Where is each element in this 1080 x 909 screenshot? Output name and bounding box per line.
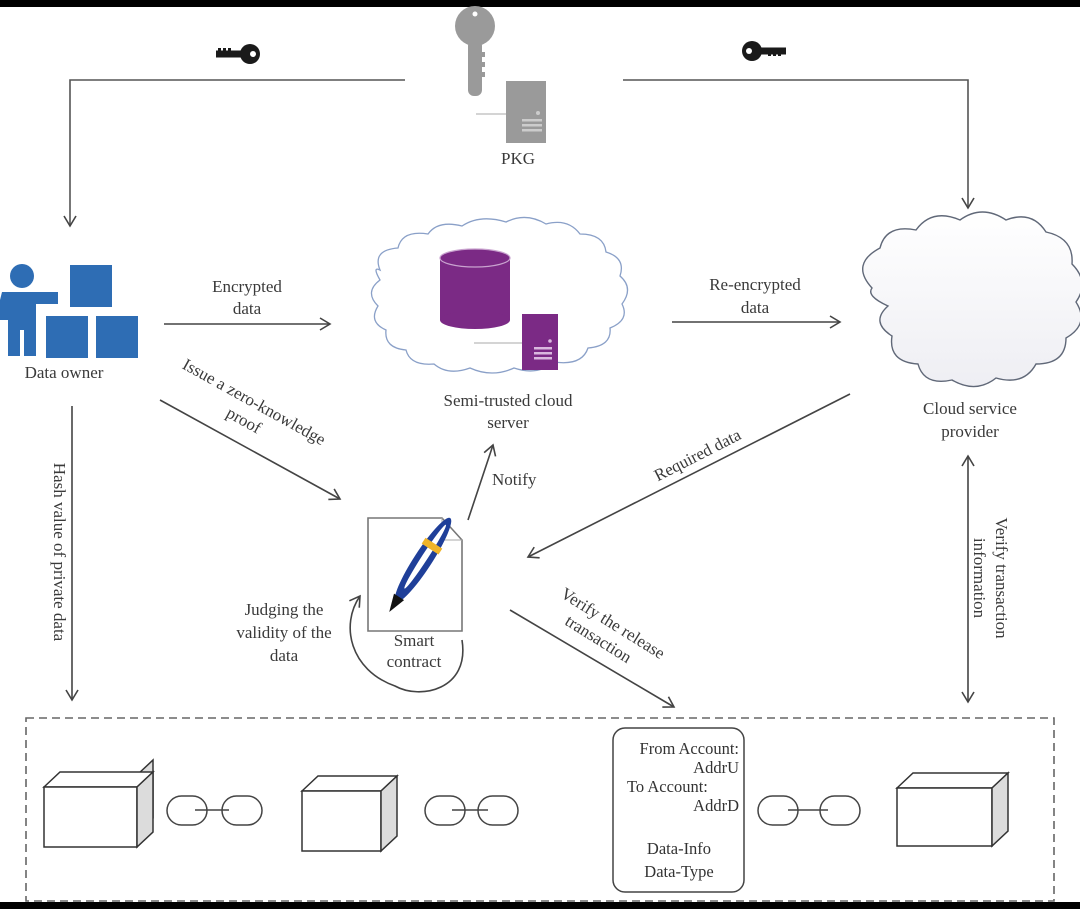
verify-transaction-label-1: Verify transaction bbox=[992, 517, 1011, 639]
user-icon bbox=[0, 264, 138, 358]
block-icon bbox=[895, 771, 1010, 848]
verify-transaction-label-2: information bbox=[970, 538, 989, 619]
key-icon bbox=[742, 41, 786, 61]
block-icon bbox=[42, 758, 155, 849]
key-icon bbox=[216, 44, 260, 64]
from-account-value: AddrU bbox=[693, 758, 739, 777]
transaction-record: From Account: AddrU To Account: AddrD Da… bbox=[612, 727, 745, 893]
chain-link-icon bbox=[166, 795, 263, 826]
data-owner-label: Data owner bbox=[25, 363, 104, 382]
chain-link-icon bbox=[757, 795, 861, 826]
semi-trusted-label-2: server bbox=[487, 413, 529, 432]
to-account-value: AddrD bbox=[693, 796, 739, 815]
judging-label-3: data bbox=[270, 646, 299, 665]
pen-icon bbox=[389, 517, 452, 612]
cloud-provider-label-1: Cloud service bbox=[923, 399, 1017, 418]
pkg-to-provider-edge bbox=[623, 79, 975, 210]
smart-contract-label-1: Smart bbox=[394, 631, 435, 650]
to-account-label: To Account: bbox=[627, 777, 708, 796]
block-icon bbox=[300, 774, 399, 853]
cloud-icon bbox=[862, 211, 1080, 388]
blockchain-container bbox=[25, 717, 1055, 902]
encrypted-data-label-1: Encrypted bbox=[212, 277, 282, 296]
notify-edge bbox=[467, 443, 497, 521]
key-icon bbox=[455, 6, 495, 96]
encrypted-data-label-2: data bbox=[233, 299, 262, 318]
data-info: Data-Info bbox=[647, 839, 711, 858]
notify-label: Notify bbox=[492, 470, 537, 489]
pkg-to-owner-edge bbox=[63, 79, 405, 228]
required-data-edge bbox=[526, 393, 851, 559]
cloud-provider-label-2: provider bbox=[941, 422, 999, 441]
judging-label-2: validity of the bbox=[236, 623, 331, 642]
smart-contract-label-2: contract bbox=[387, 652, 442, 671]
re-encrypted-label-2: data bbox=[741, 298, 770, 317]
diagram-paper bbox=[0, 7, 1080, 902]
judging-label-1: Judging the bbox=[245, 600, 324, 619]
database-icon bbox=[439, 248, 511, 329]
judging-loop-edge bbox=[349, 594, 464, 693]
hash-value-label: Hash value of private data bbox=[50, 463, 69, 642]
server-icon bbox=[474, 314, 558, 370]
re-encrypted-label-1: Re-encrypted bbox=[709, 275, 801, 294]
zero-knowledge-edge bbox=[159, 399, 342, 501]
chain-link-icon bbox=[424, 795, 519, 826]
server-icon bbox=[476, 81, 546, 143]
from-account-label: From Account: bbox=[640, 739, 739, 758]
verify-release-edge bbox=[509, 609, 676, 708]
pkg-label: PKG bbox=[501, 149, 535, 168]
data-type: Data-Type bbox=[644, 862, 713, 881]
semi-trusted-label-1: Semi-trusted cloud bbox=[444, 391, 573, 410]
